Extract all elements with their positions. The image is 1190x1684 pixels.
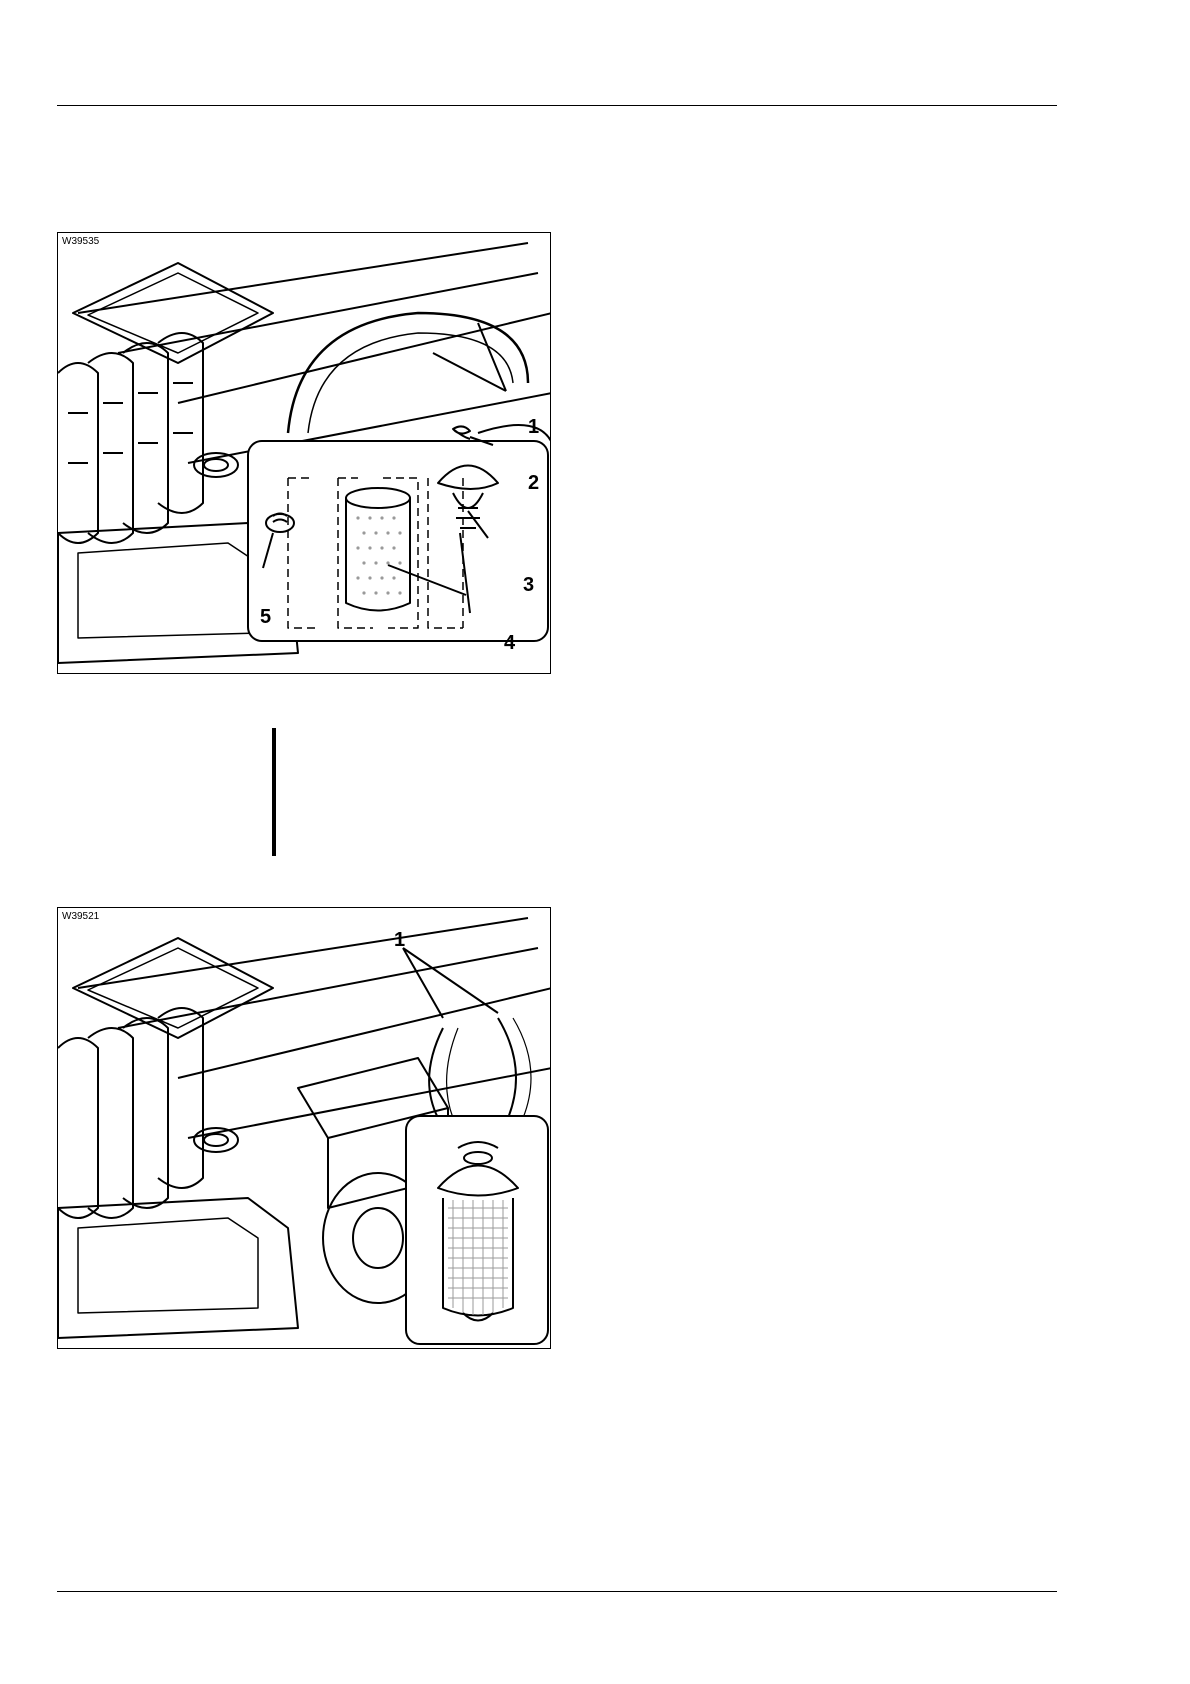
callout-2: 2: [528, 473, 539, 493]
callout-3: 3: [523, 575, 534, 595]
crane-filter-illustration: [58, 233, 551, 674]
footer-rule: [57, 1591, 1057, 1592]
figure-filter-exploded: W39535 1 2 3 4 5: [57, 232, 551, 674]
figure-id: W39521: [61, 911, 100, 922]
figure-filter-assembled: W39521 1: [57, 907, 551, 1349]
callout-1: 1: [394, 930, 405, 950]
header-rule: [57, 105, 1057, 106]
callout-1: 1: [528, 417, 539, 437]
crane-filter-illustration-2: [58, 908, 551, 1349]
figure-id: W39535: [61, 236, 100, 247]
callout-5: 5: [260, 607, 271, 627]
callout-4: 4: [504, 633, 515, 653]
change-bar: [272, 728, 276, 856]
